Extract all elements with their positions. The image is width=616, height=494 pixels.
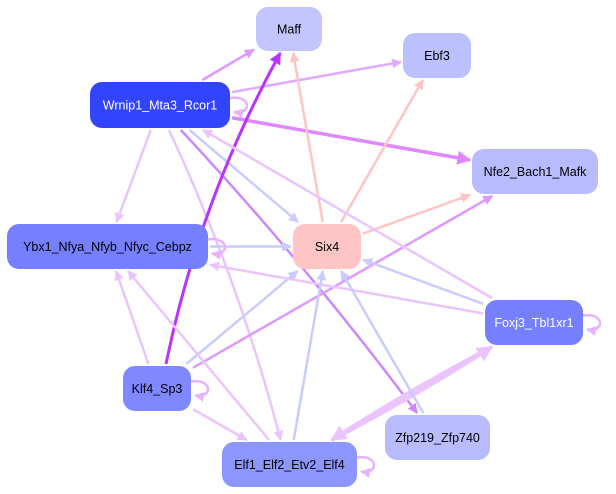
node-elf1-box — [222, 442, 357, 487]
node-nfe2-label: Nfe2_Bach1_Mafk — [484, 165, 588, 179]
edge-klf4-to-nfe2 — [192, 194, 494, 369]
edge-wrnip1-to-ybx1 — [115, 129, 152, 223]
node-nfe2-box — [472, 149, 598, 194]
edge-foxj3-to-wrnip1 — [202, 128, 493, 300]
node-foxj3-box — [485, 300, 583, 345]
node-nfe2[interactable]: Nfe2_Bach1_Mafk — [472, 149, 598, 194]
node-klf4[interactable]: Klf4_Sp3 — [123, 366, 191, 411]
edge-klf4-to-six4 — [185, 270, 299, 365]
edges-layer — [114, 48, 602, 478]
node-wrnip1-box — [90, 82, 230, 128]
node-zfp219-label: Zfp219_Zfp740 — [395, 431, 480, 445]
node-maff[interactable]: Maff — [256, 7, 322, 51]
edge-elf1-to-ybx1 — [126, 270, 271, 441]
edge-foxj3-to-six4 — [362, 258, 484, 305]
edge-wrnip1-to-six4 — [188, 129, 299, 223]
edge-wrnip1-to-ebf3 — [231, 58, 402, 94]
node-wrnip1-label: Wrnip1_Mta3_Rcor1 — [103, 98, 217, 112]
edge-wrnip1-to-wrnip1 — [229, 96, 249, 119]
edge-elf1-to-elf1 — [356, 456, 376, 478]
edge-six4-to-ebf3 — [340, 79, 424, 223]
edge-wrnip1-to-elf1 — [167, 129, 284, 441]
edge-wrnip1-to-maff — [201, 48, 255, 82]
node-six4-box — [293, 224, 361, 269]
node-zfp219[interactable]: Zfp219_Zfp740 — [385, 415, 490, 460]
node-foxj3-label: Foxj3_Tbl1xr1 — [494, 316, 573, 330]
edge-elf1-to-six4 — [292, 270, 327, 441]
edge-foxj3-to-ybx1 — [209, 261, 484, 315]
edge-foxj3-to-foxj3 — [582, 314, 602, 336]
edge-six4-to-maff — [289, 52, 324, 223]
node-ebf3-label: Ebf3 — [424, 49, 450, 63]
node-ybx1-box — [7, 224, 208, 269]
node-ebf3-box — [403, 33, 471, 78]
node-ybx1[interactable]: Ybx1_Nfya_Nfyb_Nfyc_Cebpz — [7, 224, 208, 269]
edge-klf4-to-elf1 — [192, 408, 248, 442]
node-maff-box — [256, 7, 322, 51]
nodes-layer: MaffEbf3Wrnip1_Mta3_Rcor1Nfe2_Bach1_Mafk… — [7, 7, 598, 487]
node-wrnip1[interactable]: Wrnip1_Mta3_Rcor1 — [90, 82, 230, 128]
edge-zfp219-to-six4 — [340, 270, 425, 414]
node-elf1[interactable]: Elf1_Elf2_Etv2_Elf4 — [222, 442, 357, 487]
edge-klf4-to-maff — [164, 51, 282, 365]
edge-wrnip1-to-zfp219 — [179, 129, 419, 414]
edge-six4-to-nfe2 — [362, 193, 471, 235]
node-foxj3[interactable]: Foxj3_Tbl1xr1 — [485, 300, 583, 345]
node-elf1-label: Elf1_Elf2_Etv2_Elf4 — [234, 458, 345, 472]
edge-ybx1-to-ybx1 — [207, 238, 227, 260]
node-zfp219-box — [385, 415, 490, 460]
edge-klf4-to-klf4 — [190, 380, 210, 402]
node-maff-label: Maff — [277, 22, 302, 36]
node-klf4-label: Klf4_Sp3 — [132, 382, 183, 396]
node-six4-label: Six4 — [315, 240, 339, 254]
edge-klf4-to-ybx1 — [114, 270, 150, 365]
edge-wrnip1-to-nfe2 — [231, 116, 472, 165]
node-six4[interactable]: Six4 — [293, 224, 361, 269]
node-ybx1-label: Ybx1_Nfya_Nfyb_Nfyc_Cebpz — [23, 240, 192, 254]
node-ebf3[interactable]: Ebf3 — [403, 33, 471, 78]
node-klf4-box — [123, 366, 191, 411]
